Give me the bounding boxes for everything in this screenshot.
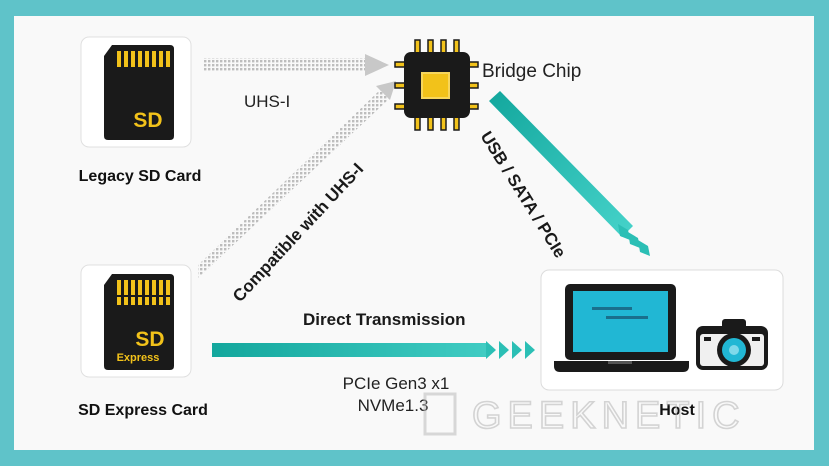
sd-express-label: SD Express Card (78, 402, 208, 419)
watermark: GEEKNETIC (423, 392, 746, 438)
uhs-i-label: UHS-I (244, 92, 290, 111)
laptop-icon (554, 284, 689, 372)
arrow-direct (212, 341, 535, 359)
watermark-logo-mark (423, 392, 457, 436)
sd-express-card-icon (104, 274, 174, 370)
legacy-sd-tile (80, 36, 192, 148)
sd-express-card-text: SD (135, 328, 164, 351)
camera-icon (696, 319, 768, 370)
legacy-sd-card-icon (104, 45, 174, 140)
pcie-gen3-label: PCIe Gen3 x1 (343, 374, 450, 393)
arrow-compatible (198, 81, 396, 278)
arrow-usb-sata-pcie (489, 91, 650, 256)
host-label: Host (659, 402, 695, 419)
host-tile (540, 269, 784, 391)
nvme-label: NVMe1.3 (358, 396, 429, 415)
watermark-text: GEEKNETIC (472, 395, 746, 437)
direct-transmission-label: Direct Transmission (303, 310, 466, 329)
legacy-sd-label: Legacy SD Card (79, 168, 202, 185)
sd-express-card-subtext: Express (117, 352, 160, 364)
arrow-uhs-i (203, 54, 389, 76)
sd-express-tile (80, 264, 192, 378)
bridge-chip-icon (394, 39, 479, 131)
legacy-sd-card-text: SD (133, 109, 162, 132)
bridge-chip-label: Bridge Chip (482, 61, 581, 82)
